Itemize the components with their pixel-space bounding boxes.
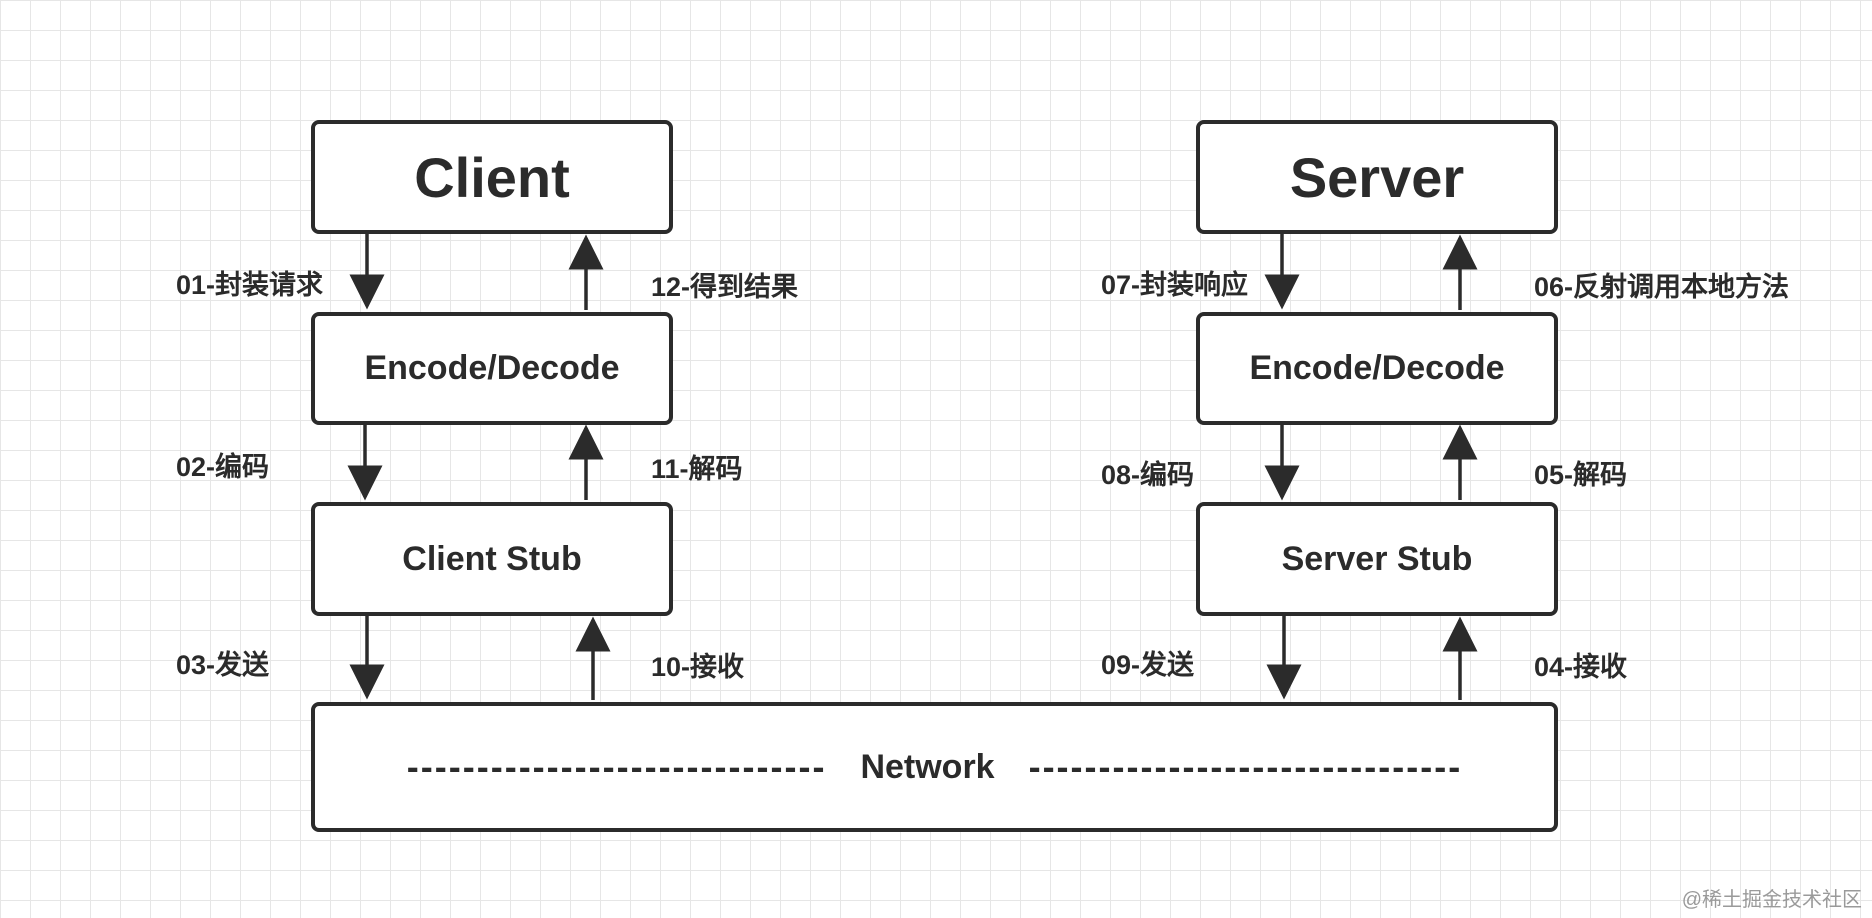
client-stub-label: Client Stub: [402, 539, 582, 578]
step-02-label: 02-编码: [176, 452, 270, 482]
network-dashes-left: ------------------------------: [406, 746, 827, 787]
step-10-label: 10-接收: [651, 652, 745, 682]
network-dashes-right: -------------------------------: [1028, 746, 1463, 787]
step-07-label: 07-封装响应: [1101, 270, 1249, 300]
step-08-label: 08-编码: [1101, 460, 1195, 490]
server-encode-decode-label: Encode/Decode: [1249, 349, 1505, 387]
step-05-label: 05-解码: [1534, 460, 1628, 490]
server-title: Server: [1289, 145, 1465, 209]
step-09-label: 09-发送: [1101, 650, 1195, 680]
watermark: @稀土掘金技术社区: [1681, 889, 1862, 911]
step-06-label: 06-反射调用本地方法: [1534, 272, 1790, 302]
client-stub-box: Client Stub: [311, 502, 673, 616]
server-stub-box: Server Stub: [1196, 502, 1558, 616]
client-box: Client: [311, 120, 673, 234]
network-row: ------------------------------ Network -…: [407, 746, 1462, 788]
network-label: Network: [860, 747, 995, 786]
step-11-label: 11-解码: [651, 454, 743, 484]
step-01-label: 01-封装请求: [176, 270, 324, 300]
step-03-label: 03-发送: [176, 650, 270, 680]
step-12-label: 12-得到结果: [651, 272, 799, 302]
step-04-label: 04-接收: [1534, 652, 1628, 682]
client-encode-decode-label: Encode/Decode: [364, 349, 620, 387]
client-title: Client: [414, 145, 570, 209]
network-box: ------------------------------ Network -…: [311, 702, 1558, 832]
server-encode-decode-box: Encode/Decode: [1196, 312, 1558, 425]
server-box: Server: [1196, 120, 1558, 234]
server-stub-label: Server Stub: [1281, 539, 1473, 578]
client-encode-decode-box: Encode/Decode: [311, 312, 673, 425]
